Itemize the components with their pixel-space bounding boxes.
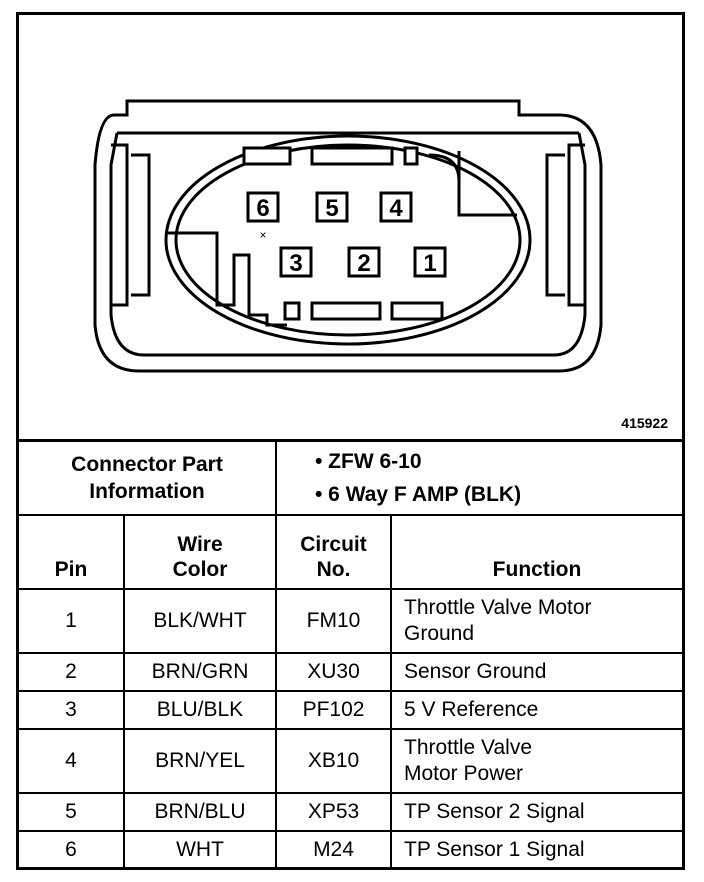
pin-label-5: 5 [325,195,338,222]
table-row: 6 WHT M24 TP Sensor 1 Signal [19,830,682,868]
pin-label-2: 2 [357,250,370,277]
pin-label-6: 6 [256,195,269,222]
pin-label-4: 4 [389,195,403,222]
pin-one-marker-icon: × [259,228,266,242]
connector-info-list: • ZFW 6-10 • 6 Way F AMP (BLK) [275,442,682,516]
pin-label-1: 1 [423,250,436,277]
connector-diagram: 6 5 4 3 2 1 × 415922 [19,15,682,442]
header-pin: Pin [19,514,125,590]
table-row: 3 BLU/BLK PF102 5 V Reference [19,690,682,730]
header-function: Function [390,514,682,590]
connector-info-item: • ZFW 6-10 [315,450,422,473]
connector-sheet: 6 5 4 3 2 1 × 415922 Connector Part Info… [16,12,685,870]
connector-face-drawing: 6 5 4 3 2 1 × [93,99,603,373]
connector-info-item: • 6 Way F AMP (BLK) [315,483,522,506]
connector-table: Connector Part Information • ZFW 6-10 • … [19,442,682,868]
table-row: 5 BRN/BLU XP53 TP Sensor 2 Signal [19,792,682,832]
connector-info-label: Connector Part Information [19,442,277,516]
table-row: 2 BRN/GRN XU30 Sensor Ground [19,652,682,692]
figure-id: 415922 [621,415,668,431]
pin-label-3: 3 [289,250,302,277]
